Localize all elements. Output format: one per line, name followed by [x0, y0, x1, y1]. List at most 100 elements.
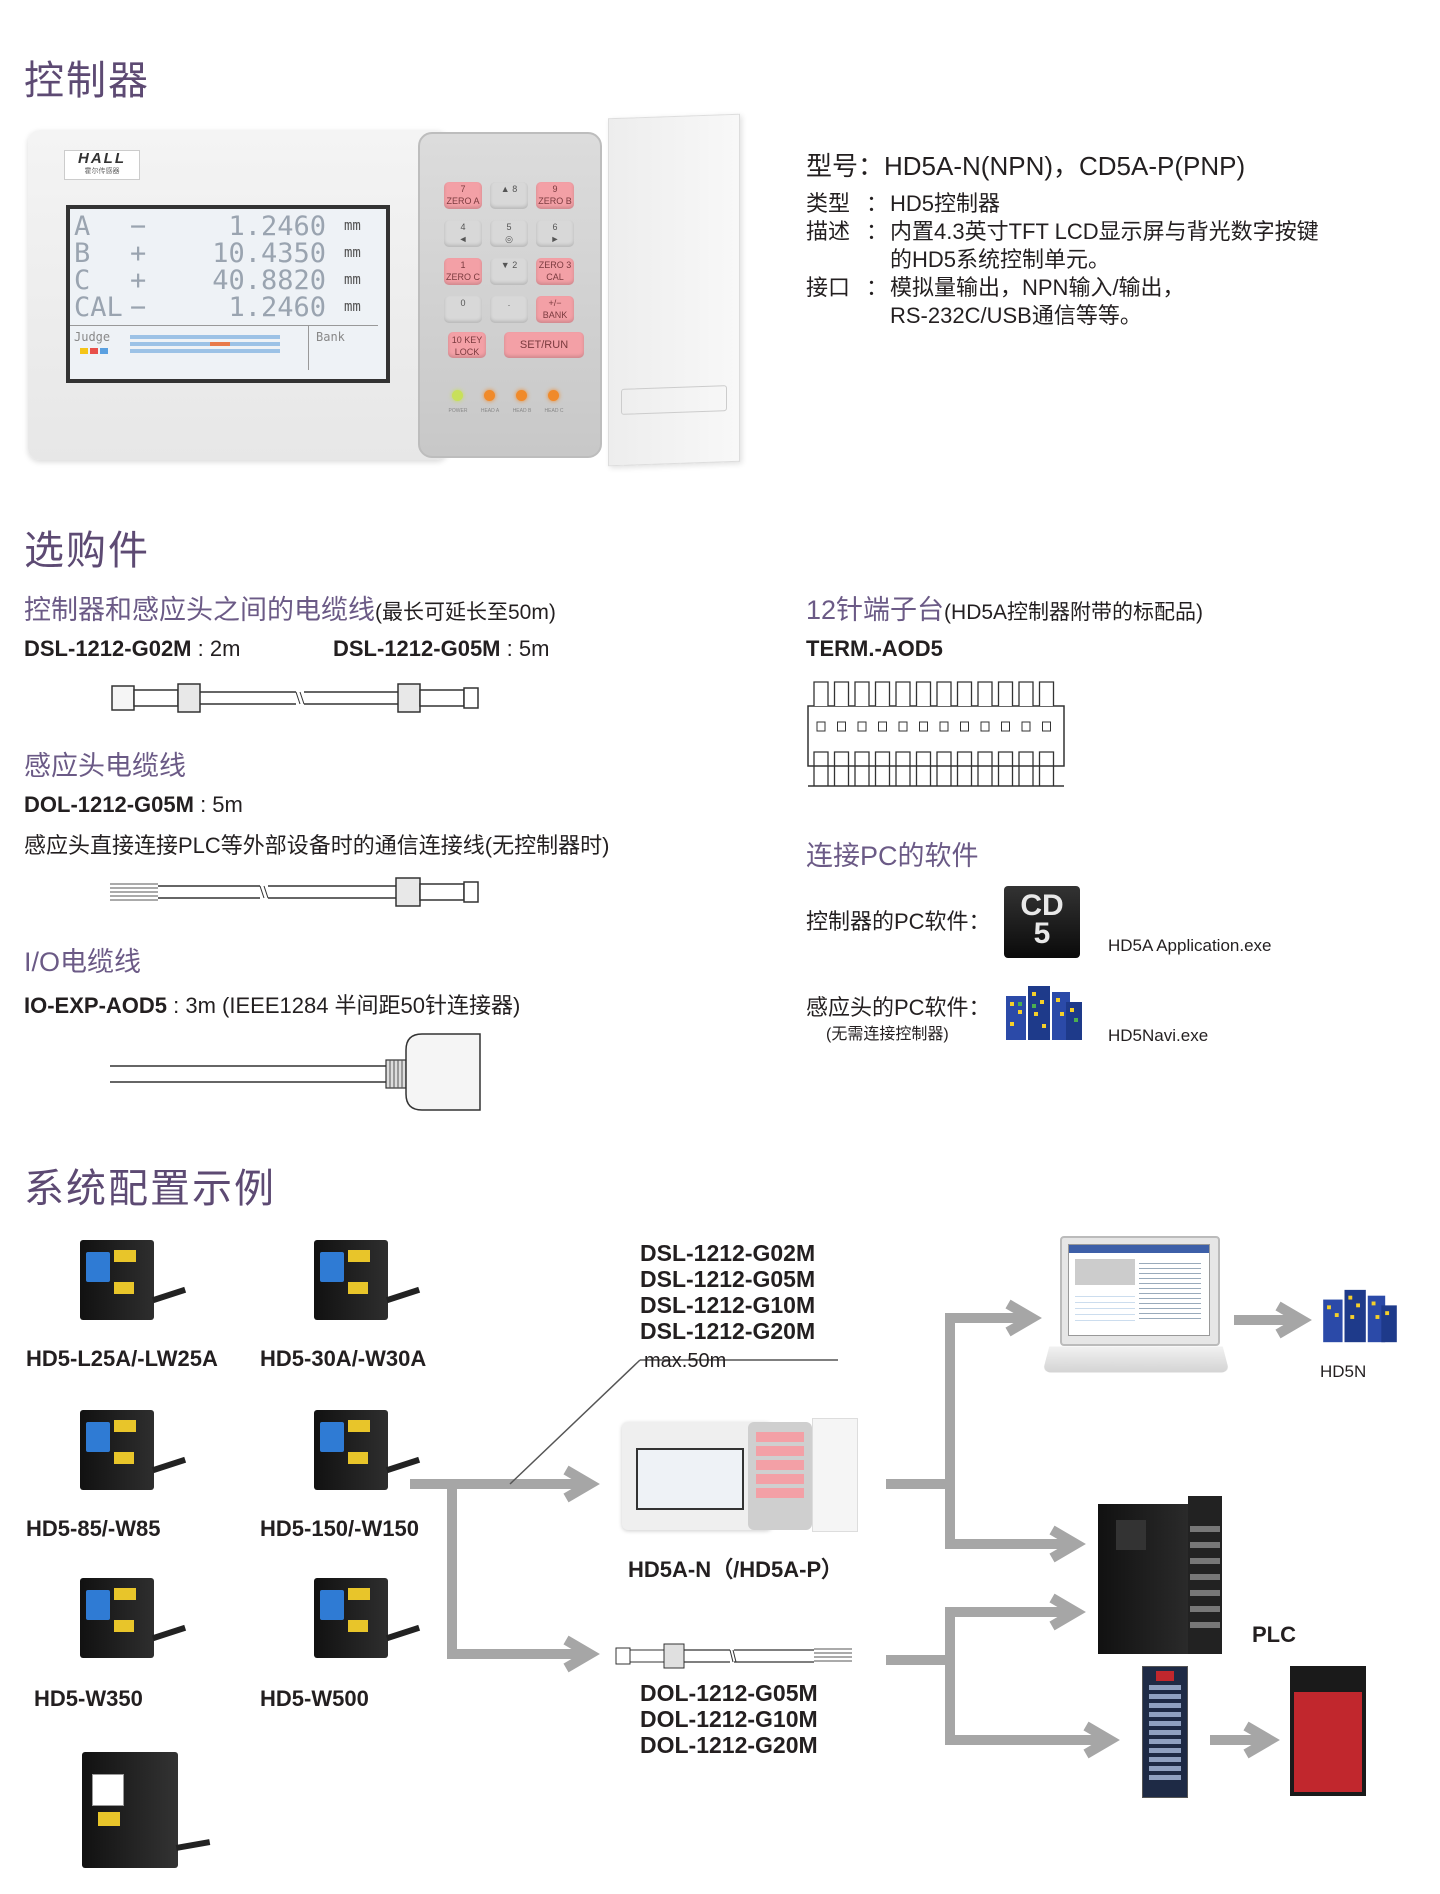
keypad-key[interactable]: 7 ZERO A [444, 182, 482, 209]
lcd-ch: B [74, 238, 91, 269]
dol-cable-drawing [110, 877, 479, 907]
spec-label: 类型 [806, 191, 851, 216]
keypad-key[interactable]: 4 ◄ [444, 220, 482, 247]
cd5-app-icon[interactable]: CD 5 [1004, 886, 1080, 958]
cable2-desc: 感应头直接连接PLC等外部设备时的通信连接线(无控制器时) [24, 833, 610, 858]
lcd-unit: mm [344, 272, 361, 288]
sensor-head [80, 1402, 190, 1502]
lcd-status-bar: Judge Bank [70, 325, 378, 372]
lcd-row: C +40.8820 mm [74, 267, 380, 294]
keypad-key[interactable]: ZERO 3 CAL [536, 258, 574, 285]
sw-controller-exe: HD5A Application.exe [1108, 936, 1272, 955]
hd5n-label: HD5N [1320, 1362, 1367, 1381]
spec-value: 内置4.3英寸TFT LCD显示屏与背光数字按键 [890, 219, 1319, 244]
spec-value: 的HD5系统控制单元。 [890, 247, 1111, 272]
spec-value: HD5控制器 [890, 191, 1001, 216]
plc-io-module [1142, 1666, 1188, 1798]
keypad-key[interactable]: +/− BANK [536, 296, 574, 323]
cable1-part-1: DSL-1212-G02M : 2m [24, 636, 241, 661]
keypad-key[interactable]: 6 ► [536, 220, 574, 247]
led-label: HEAD C [544, 408, 564, 414]
sensor-caption: HD5-W350 [34, 1686, 143, 1711]
sensor-head-large [82, 1752, 212, 1870]
key-lock-button[interactable]: 10 KEY LOCK [448, 332, 486, 358]
system-controller-caption: HD5A-N（/HD5A-P） [628, 1557, 844, 1582]
system-dol-cable [615, 1643, 852, 1669]
keypad-key[interactable]: ▲ 8 [490, 182, 528, 209]
cable-part-number: DSL-1212-G02M [640, 1240, 816, 1266]
sensor-caption: HD5-85/-W85 [26, 1516, 161, 1541]
keypad-key[interactable]: ▼ 2 [490, 258, 528, 285]
brand-logo: HALL 霍尔传感器 [64, 150, 140, 180]
sensor-head [80, 1570, 190, 1670]
status-led [484, 390, 495, 401]
cable3-title: I/O电缆线 [24, 947, 142, 977]
red-device [1290, 1666, 1366, 1796]
sensor-head [314, 1232, 424, 1332]
sw-head-exe: HD5Navi.exe [1108, 1026, 1209, 1045]
spec-colon: ： [865, 219, 888, 244]
lcd-sign: + [130, 265, 147, 296]
software-title: 连接PC的软件 [806, 841, 979, 871]
max-length-label: max.50m [644, 1350, 727, 1372]
spec-row: 类型：HD5控制器 [806, 190, 1406, 218]
sensor-caption: HD5-150/-W150 [260, 1516, 419, 1541]
sensor-caption: HD5-L25A/-LW25A [26, 1346, 218, 1371]
lcd-value: 40.8820 [212, 265, 326, 296]
lcd-ch: CAL [74, 292, 123, 323]
lcd-sign: − [130, 292, 147, 323]
cable-part-number: DOL-1212-G20M [640, 1732, 818, 1758]
keypad-key[interactable]: 0 [444, 296, 482, 323]
plc-tower [1098, 1496, 1222, 1656]
section-title-options: 选购件 [24, 529, 150, 573]
lcd-bank-label: Bank [316, 330, 345, 344]
lcd-sign: + [130, 238, 147, 269]
hd5n-icon [1323, 1289, 1397, 1343]
spec-row: RS-232C/USB通信等等。 [806, 302, 1406, 330]
keypad-key[interactable]: . [490, 296, 528, 323]
status-led [548, 390, 559, 401]
io-cable-drawing [110, 1033, 481, 1111]
spec-label: 描述 [806, 219, 851, 244]
sw-head-sub: (无需连接控制器) [826, 1026, 949, 1043]
spec-row: 描述 ：内置4.3英寸TFT LCD显示屏与背光数字按键 [806, 218, 1406, 246]
lcd-ch: C [74, 265, 91, 296]
terminal-title: 12针端子台(HD5A控制器附带的标配品) [806, 595, 1204, 625]
sensor-caption: HD5-30A/-W30A [260, 1346, 427, 1371]
terminal-part: TERM.-AOD5 [806, 636, 943, 661]
lcd-ch: A [74, 211, 91, 242]
sw-controller-label: 控制器的PC软件： [806, 909, 991, 934]
lcd-unit: mm [344, 299, 361, 315]
keypad: 7 ZERO A ▲ 8 9 ZERO B 4 ◄ 5 ◎ 6 ► 1 ZERO C ▼ 2 Z… [444, 182, 584, 382]
spec-label: 接口 [806, 275, 851, 300]
sensor-head [80, 1232, 190, 1332]
lcd-unit: mm [344, 218, 361, 234]
spec-value: RS-232C/USB通信等等。 [890, 303, 1142, 328]
set-run-button[interactable]: SET/RUN [504, 332, 584, 358]
sw-head-label: 感应头的PC软件： [806, 995, 991, 1020]
led-label: HEAD B [512, 408, 532, 414]
lcd-bars [130, 332, 290, 362]
system-controller [622, 1418, 858, 1534]
led-label: POWER [448, 408, 468, 414]
spec-value: 模拟量输出，NPN输入/输出， [890, 275, 1185, 300]
lcd-sign: − [130, 211, 147, 242]
hd5navi-app-icon[interactable] [1004, 982, 1084, 1046]
cable1-part-2: DSL-1212-G05M : 5m [333, 636, 550, 661]
keypad-key[interactable]: 5 ◎ [490, 220, 528, 247]
plc-label: PLC [1252, 1622, 1296, 1647]
status-led [452, 390, 463, 401]
sensor-head [314, 1402, 424, 1502]
keypad-key[interactable]: 9 ZERO B [536, 182, 574, 209]
cable-part-number: DSL-1212-G20M [640, 1318, 816, 1344]
lcd-judge-label: Judge [74, 330, 111, 344]
cable2-title: 感应头电缆线 [24, 751, 186, 781]
spec-colon: ： [865, 275, 888, 300]
keypad-key[interactable]: 1 ZERO C [444, 258, 482, 285]
